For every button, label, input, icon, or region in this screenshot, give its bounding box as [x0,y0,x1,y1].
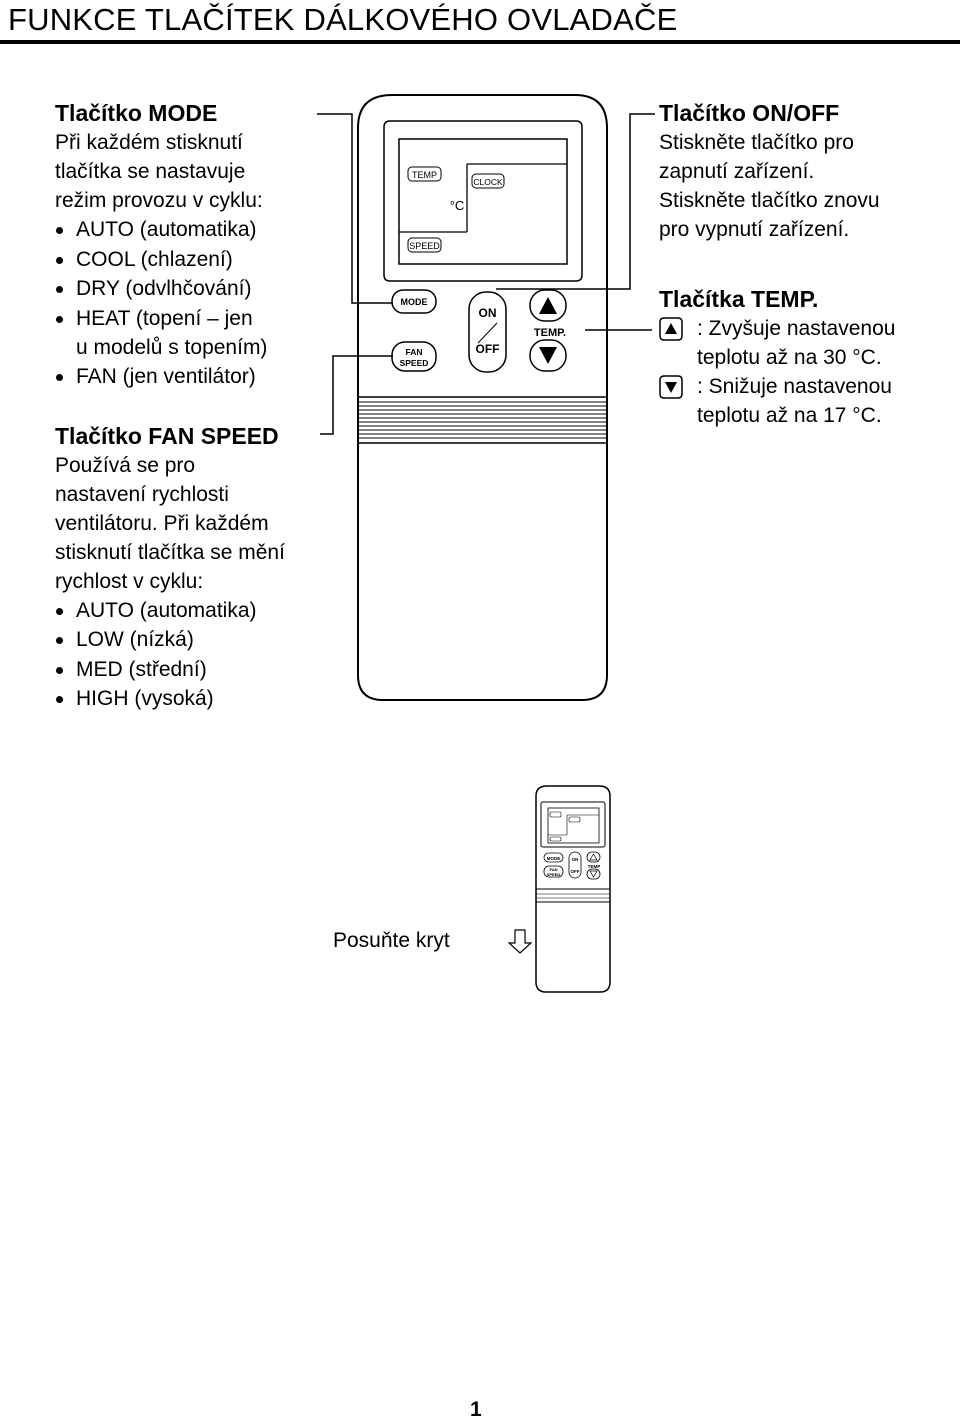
mode-intro-1: Při každém stisknutí [55,131,243,154]
small-on-label: ON [572,857,579,862]
fan-button-label-1: FAN [406,347,423,357]
onoff-button[interactable] [468,291,507,373]
onoff-leader-line [496,113,655,290]
lcd-screen [398,138,568,265]
onoff-line-3: Stiskněte tlačítko znovu [659,189,880,212]
fan-item-med: MED (střední) [55,655,355,685]
fan-leader-line [320,355,393,435]
mode-list: AUTO (automatika) COOL (chlazení) DRY (o… [55,215,355,333]
mode-item-cool: COOL (chlazení) [55,245,355,275]
temp-down-arrow-icon [539,347,557,364]
lcd-speed-label: SPEED [409,241,440,251]
mode-item-auto: AUTO (automatika) [55,215,355,245]
temp-down-cont: teplotu až na 17 °C. [697,404,882,427]
mode-heading: Tlačítko MODE [55,100,218,126]
temp-down-line: : Snižuje nastavenou [659,372,959,401]
temp-down-icon [659,375,683,399]
mode-list-2: FAN (jen ventilátor) [55,362,355,392]
slide-cover-caption: Posuňte kryt [333,929,450,952]
slide-arrow-icon [507,929,533,954]
temp-down-text: : Snižuje nastavenou [697,375,892,398]
fan-intro-5: rychlost v cyklu: [55,569,204,593]
right-column: Tlačítko ON/OFF Stiskněte tlačítko pro z… [659,98,959,430]
on-label: ON [479,306,497,320]
onoff-line-1: Stiskněte tlačítko pro [659,131,854,154]
temp-up-icon [659,317,683,341]
temp-heading: Tlačítka TEMP. [659,286,819,312]
fan-list: AUTO (automatika) LOW (nízká) MED (střed… [55,596,355,714]
fan-heading: Tlačítko FAN SPEED [55,422,279,449]
fan-intro-3: ventilátoru. Při každém [55,511,269,535]
small-remote: MODE FAN SPEED ON OFF TEMP [535,785,611,993]
small-off-label: OFF [571,869,580,874]
fan-item-high: HIGH (vysoká) [55,684,355,714]
remote-grip [358,401,607,439]
mode-item-heat-cont: u modelů s topením) [76,336,268,359]
temp-up-button[interactable] [529,289,567,322]
mode-item-heat: HEAT (topení – jen [55,304,355,334]
onoff-line-4: pro vypnutí zařízení. [659,218,850,241]
fan-button-label-2: SPEED [400,358,429,368]
fan-speed-button[interactable] [391,341,437,372]
mode-item-fan: FAN (jen ventilátor) [55,362,355,392]
off-label: OFF [476,342,500,356]
page-title: FUNKCE TLAČÍTEK DÁLKOVÉHO OVLADAČE [8,2,678,37]
mode-item-dry: DRY (odvlhčování) [55,274,355,304]
temp-up-cont: teplotu až na 30 °C. [697,346,882,369]
fan-intro-1: Používá se pro [55,453,196,477]
temp-down-button[interactable] [529,339,567,372]
mode-leader-line [317,113,393,304]
fan-intro-2: nastavení rychlosti [55,482,229,506]
lcd-outer [383,120,583,282]
small-temp-label: TEMP [588,864,601,869]
lcd-degree-label: °C [450,198,465,213]
mode-button[interactable] [391,289,437,314]
onoff-line-2: zapnutí zařízení. [659,160,815,183]
lcd-temp-label: TEMP [412,170,437,180]
left-column: Tlačítko MODE Při každém stisknutí tlačí… [55,98,355,714]
onoff-heading: Tlačítko ON/OFF [659,100,840,126]
mode-intro-3: režim provozu v cyklu: [55,189,263,212]
small-fan-label: FAN [550,867,558,872]
remote-body [357,94,608,701]
mode-button-label: MODE [401,297,428,307]
fan-intro-4: stisknutí tlačítka se mění [55,540,285,564]
lcd-clock-label: CLOCK [473,177,503,187]
temp-up-text: : Zvyšuje nastavenou [697,317,896,340]
fan-item-auto: AUTO (automatika) [55,596,355,626]
fan-item-low: LOW (nízká) [55,625,355,655]
small-mode-label: MODE [547,856,561,861]
temp-up-arrow-icon [539,297,557,314]
temp-button-label: TEMP. [534,327,566,339]
title-rule [0,40,960,44]
mode-intro-2: tlačítka se nastavuje [55,160,246,183]
small-speed-label: SPEED [547,872,561,877]
page-number: 1 [470,1398,482,1421]
temp-up-line: : Zvyšuje nastavenou [659,314,959,343]
